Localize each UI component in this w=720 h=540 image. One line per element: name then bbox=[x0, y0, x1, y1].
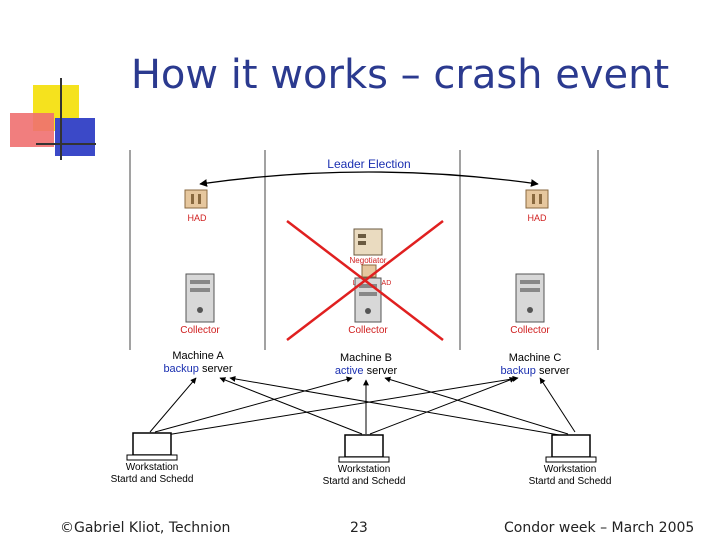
machine-c-role: backup server bbox=[500, 365, 569, 377]
leader-election-arc bbox=[199, 171, 539, 187]
had-right-icon bbox=[525, 189, 549, 209]
machine-b-role: active server bbox=[335, 365, 398, 377]
workstation-left-icon bbox=[126, 432, 178, 461]
footer-left: ©Gabriel Kliot, Technion bbox=[60, 520, 231, 536]
crash-x-line bbox=[286, 220, 444, 341]
machine-b-role-word: active bbox=[335, 365, 364, 377]
machine-c-role-word: backup bbox=[500, 365, 535, 377]
connection-lines bbox=[149, 375, 576, 437]
collector-a-server-icon bbox=[185, 273, 215, 323]
had-left-icon bbox=[184, 189, 208, 209]
workstation-center-line1: Workstation bbox=[338, 464, 391, 475]
machine-b-name: Machine B bbox=[340, 352, 392, 364]
collector-c-server-icon bbox=[515, 273, 545, 323]
collector-c-label: Collector bbox=[510, 325, 550, 336]
workstation-left-line2: Startd and Schedd bbox=[111, 474, 194, 485]
slide-title: How it works – crash event bbox=[130, 52, 670, 98]
workstation-center-line2: Startd and Schedd bbox=[323, 476, 406, 487]
workstation-right-line1: Workstation bbox=[544, 464, 597, 475]
footer-page-number: 23 bbox=[350, 520, 368, 536]
leader-election-label: Leader Election bbox=[327, 157, 410, 171]
machine-a-role: backup server bbox=[163, 363, 232, 375]
collector-a-label: Collector bbox=[180, 325, 220, 336]
red-square-decoration bbox=[10, 113, 54, 147]
negotiator-icon bbox=[353, 228, 383, 256]
collector-b-label: Collector bbox=[348, 325, 388, 336]
horizontal-line-decoration bbox=[36, 143, 96, 145]
had-right-label: HAD bbox=[527, 213, 547, 223]
workstation-right-icon bbox=[545, 434, 597, 463]
machine-c-name: Machine C bbox=[509, 352, 562, 364]
machine-c-role-suffix: server bbox=[539, 365, 570, 377]
machine-a-name: Machine A bbox=[172, 350, 224, 362]
negotiator-label: Negotiator bbox=[350, 256, 387, 265]
machine-a-role-suffix: server bbox=[202, 363, 233, 375]
machine-a-role-word: backup bbox=[163, 363, 198, 375]
workstation-right-line2: Startd and Schedd bbox=[529, 476, 612, 487]
workstation-center-icon bbox=[338, 434, 390, 463]
had-left-label: HAD bbox=[187, 213, 207, 223]
footer-right: Condor week – March 2005 bbox=[504, 520, 695, 536]
workstation-left-line1: Workstation bbox=[126, 462, 179, 473]
machine-b-role-suffix: server bbox=[367, 365, 398, 377]
vertical-line-decoration bbox=[60, 78, 62, 160]
